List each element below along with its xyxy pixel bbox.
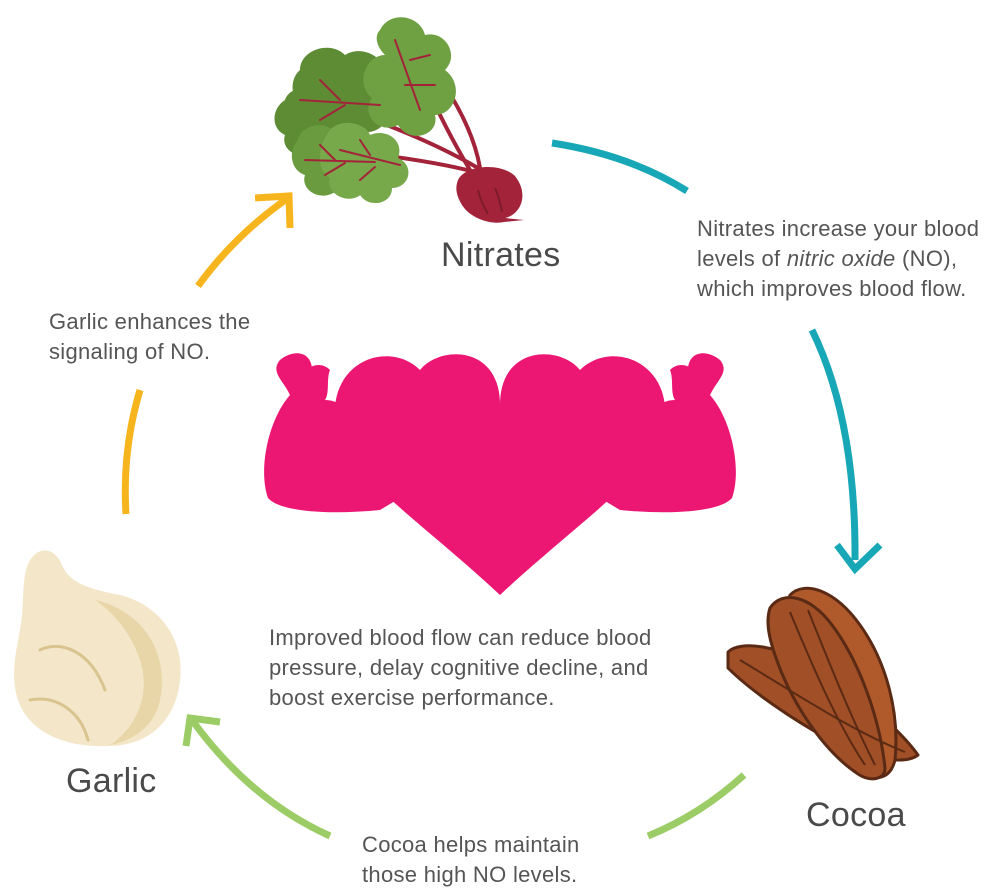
center-note-line2: pressure, delay cognitive decline, and: [269, 653, 652, 683]
green-arrow-right-segment: [648, 775, 744, 836]
garlic-note-line2: signaling of NO.: [49, 337, 250, 367]
garlic-note: Garlic enhances the signaling of NO.: [49, 307, 250, 367]
green-arrow-left-segment: [192, 720, 330, 836]
nitric-oxide-term: nitric oxide: [787, 246, 896, 271]
flexing-heart-icon: [264, 353, 736, 595]
center-note-line3: boost exercise performance.: [269, 683, 652, 713]
yellow-arrow-lower-segment: [125, 390, 140, 514]
garlic-icon: [14, 550, 181, 746]
cocoa-bean-icon: [728, 588, 918, 779]
cocoa-note-line1: Cocoa helps maintain: [362, 830, 580, 860]
green-arrow-cocoa-to-garlic: [186, 718, 744, 836]
center-note-line1: Improved blood flow can reduce blood: [269, 623, 652, 653]
node-label-cocoa: Cocoa: [806, 796, 906, 835]
nitrates-note-line2: levels of nitric oxide (NO),: [697, 244, 979, 274]
nitrates-note-line1: Nitrates increase your blood: [697, 214, 979, 244]
center-note: Improved blood flow can reduce blood pre…: [269, 623, 652, 713]
yellow-arrow-upper-segment: [198, 198, 288, 286]
node-label-nitrates: Nitrates: [441, 236, 561, 275]
cocoa-note: Cocoa helps maintain those high NO level…: [362, 830, 580, 890]
teal-arrow-lower-segment: [812, 330, 855, 560]
nitrates-note-line3: which improves blood flow.: [697, 274, 979, 304]
beet-icon: [274, 17, 524, 222]
teal-arrow-upper-segment: [552, 143, 687, 191]
node-label-garlic: Garlic: [66, 762, 157, 801]
garlic-note-line1: Garlic enhances the: [49, 307, 250, 337]
cocoa-note-line2: those high NO levels.: [362, 860, 580, 890]
nitrates-note: Nitrates increase your blood levels of n…: [697, 214, 979, 304]
